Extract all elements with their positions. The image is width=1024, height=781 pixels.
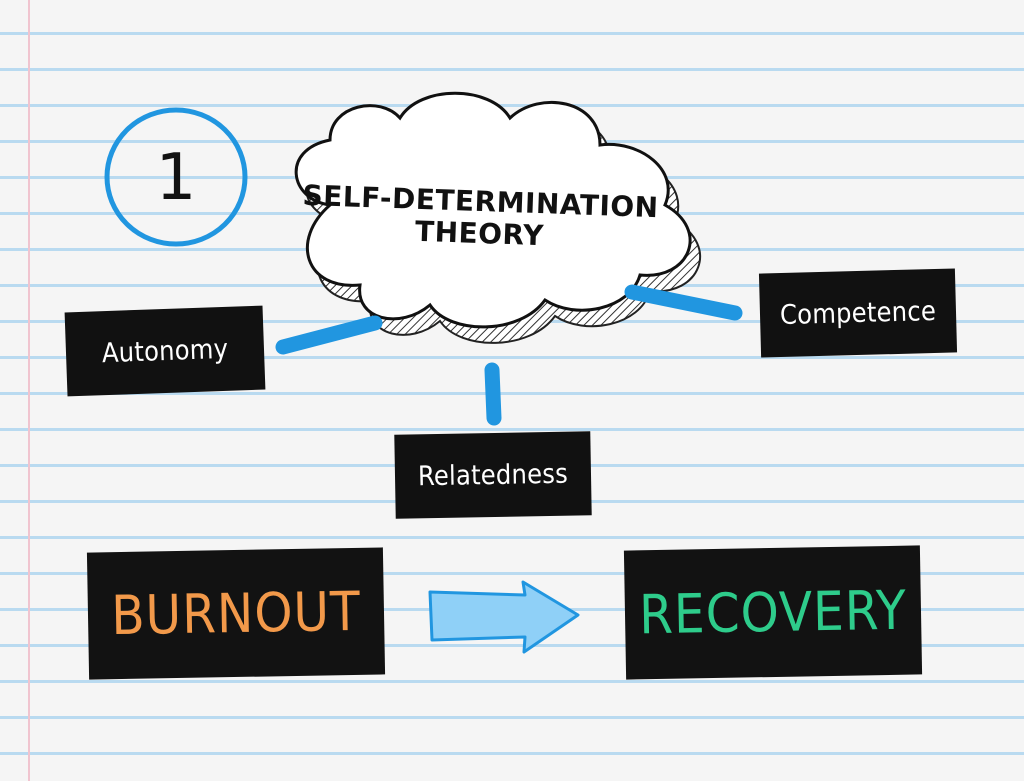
autonomy-label: Autonomy (101, 333, 229, 369)
relatedness-label-box: Relatedness (394, 431, 592, 519)
burnout-label: BURNOUT (110, 579, 362, 648)
relatedness-label: Relatedness (417, 458, 569, 492)
connector-autonomy (275, 315, 383, 355)
connector-relatedness (484, 362, 502, 426)
competence-label: Competence (779, 295, 937, 331)
central-concept-title: SELF-DETERMINATION THEORY (299, 179, 661, 257)
right-arrow-icon (428, 580, 580, 654)
step-number: 1 (155, 141, 197, 215)
recovery-box: RECOVERY (623, 545, 923, 680)
autonomy-label-box: Autonomy (64, 305, 266, 397)
competence-label-box: Competence (758, 268, 958, 358)
margin-line (28, 0, 30, 781)
cloud-shape (294, 91, 692, 329)
recovery-label: RECOVERY (638, 578, 908, 647)
burnout-box: BURNOUT (86, 547, 386, 680)
number-circle (104, 107, 248, 247)
connector-competence (624, 284, 743, 321)
